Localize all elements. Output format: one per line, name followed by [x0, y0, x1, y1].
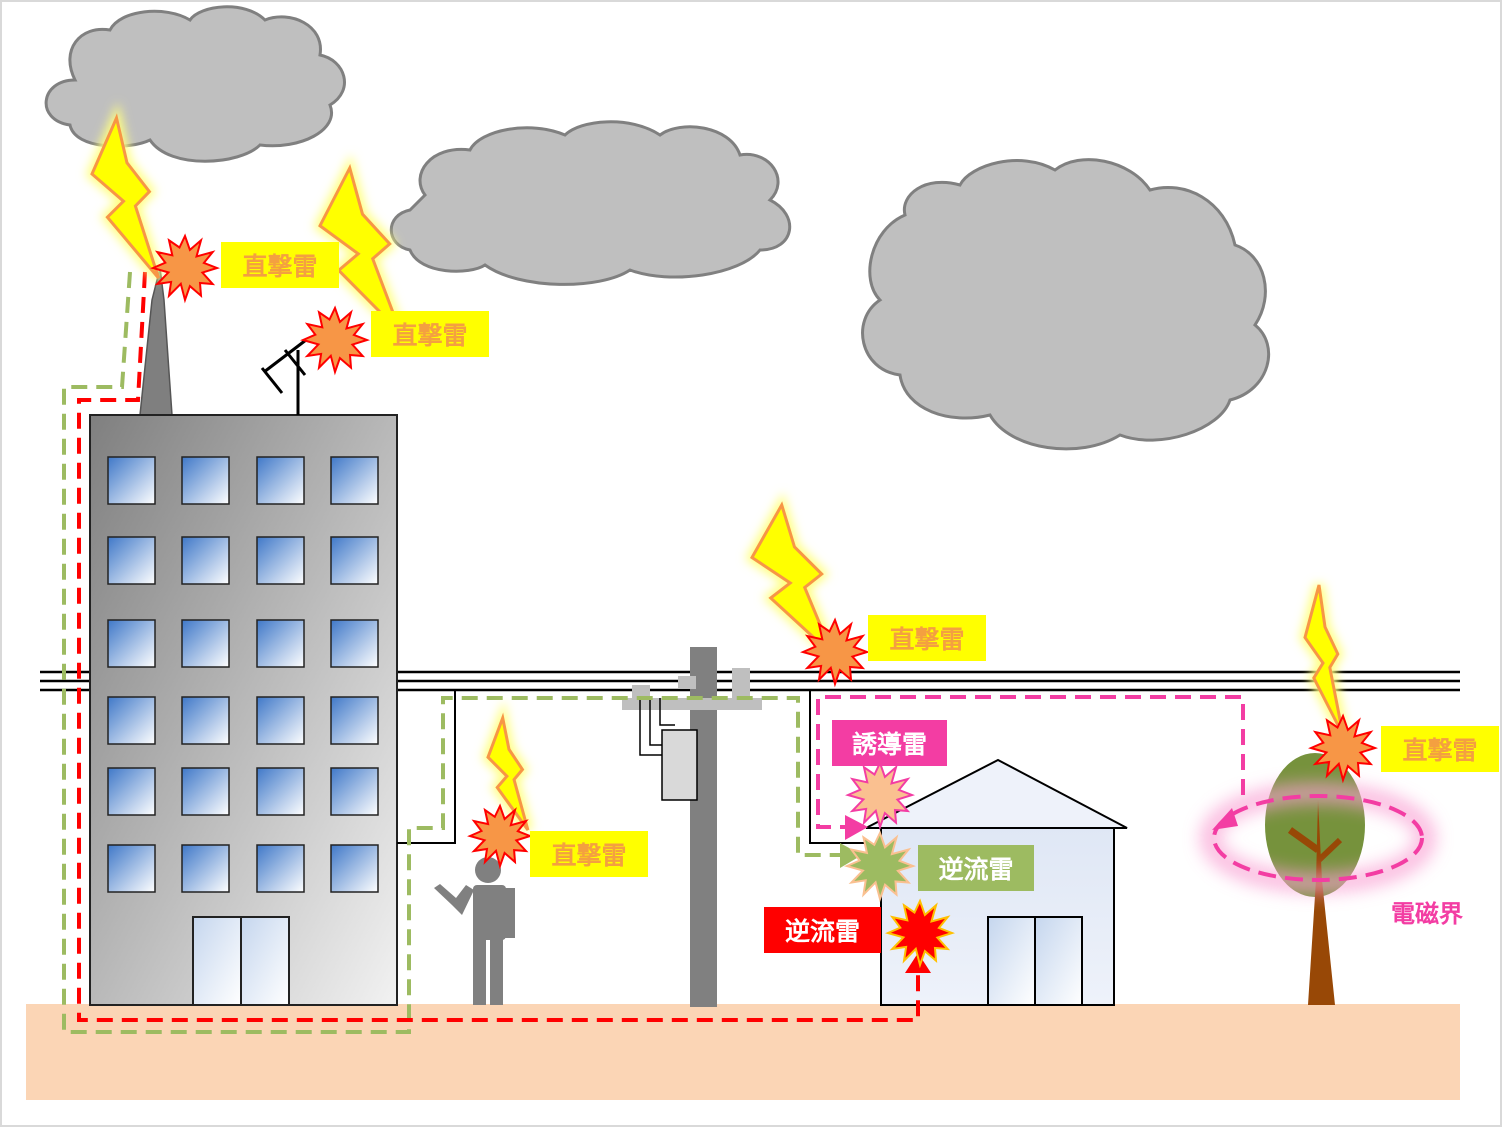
- building-window: [330, 767, 379, 816]
- building-window: [256, 844, 305, 893]
- impact-burst-icon: [467, 803, 533, 870]
- building-window: [330, 456, 379, 505]
- building-window: [107, 767, 156, 816]
- cloud-icon: [861, 158, 1271, 451]
- building-window: [181, 536, 230, 585]
- impact-burst-icon: [300, 305, 371, 376]
- direct-strike-label-tree: 直撃雷: [1381, 726, 1499, 772]
- building-window: [107, 844, 156, 893]
- building-window: [181, 696, 230, 745]
- building-window: [330, 536, 379, 585]
- direct-strike-label-building: 直撃雷: [221, 242, 339, 288]
- building-window: [107, 619, 156, 668]
- building-window: [330, 696, 379, 745]
- em-field-ring: [1201, 784, 1435, 892]
- ground: [26, 1004, 1460, 1100]
- building-door: [192, 916, 290, 1006]
- impact-burst-icon: [800, 617, 871, 688]
- building-window: [256, 456, 305, 505]
- utility-pole-icon: [622, 647, 762, 1007]
- cloud-icon: [44, 5, 346, 163]
- building-window: [256, 767, 305, 816]
- building-window: [181, 456, 230, 505]
- induced-arrow: [845, 815, 868, 840]
- lightning-bolt-icon: [85, 102, 164, 282]
- induced-path: [816, 695, 1245, 829]
- impact-burst-icon: [885, 898, 956, 969]
- direct-strike-label-person: 直撃雷: [530, 831, 648, 877]
- building-window: [330, 844, 379, 893]
- lightning-bolt-icon: [482, 699, 533, 833]
- person-icon: [434, 857, 515, 1005]
- backflow-lightning-label-red: 逆流雷: [764, 907, 881, 953]
- building-window: [256, 536, 305, 585]
- building-window: [256, 696, 305, 745]
- impact-burst-icon: [150, 233, 221, 304]
- building-window: [107, 696, 156, 745]
- cloud-icon: [389, 120, 792, 286]
- backflow-lightning-label-green: 逆流雷: [918, 845, 1034, 891]
- building-window: [181, 767, 230, 816]
- building-icon: [89, 267, 398, 1006]
- red-arrow: [905, 953, 931, 973]
- antenna-icon: [260, 338, 307, 415]
- building-window: [181, 619, 230, 668]
- surge-paths: [62, 271, 1245, 1034]
- green-arrow: [840, 843, 862, 868]
- em-field-arrow: [1212, 808, 1238, 830]
- impact-burst-icon: [844, 830, 917, 903]
- red-backflow-path: [77, 271, 920, 1022]
- building-window: [256, 619, 305, 668]
- impact-burst-icon: [1308, 713, 1379, 784]
- building-window: [330, 619, 379, 668]
- building-window: [107, 536, 156, 585]
- direct-strike-label-antenna: 直撃雷: [371, 311, 489, 357]
- house-door: [987, 916, 1083, 1006]
- green-backflow-path: [62, 271, 850, 1034]
- direct-strike-label-wire: 直撃雷: [868, 615, 986, 661]
- building-window: [181, 844, 230, 893]
- impact-burst-icon: [845, 760, 916, 831]
- induced-lightning-label: 誘導雷: [832, 720, 947, 766]
- building-window: [107, 456, 156, 505]
- em-field-label: 電磁界: [1391, 899, 1463, 928]
- service-drop-lines: [397, 690, 870, 844]
